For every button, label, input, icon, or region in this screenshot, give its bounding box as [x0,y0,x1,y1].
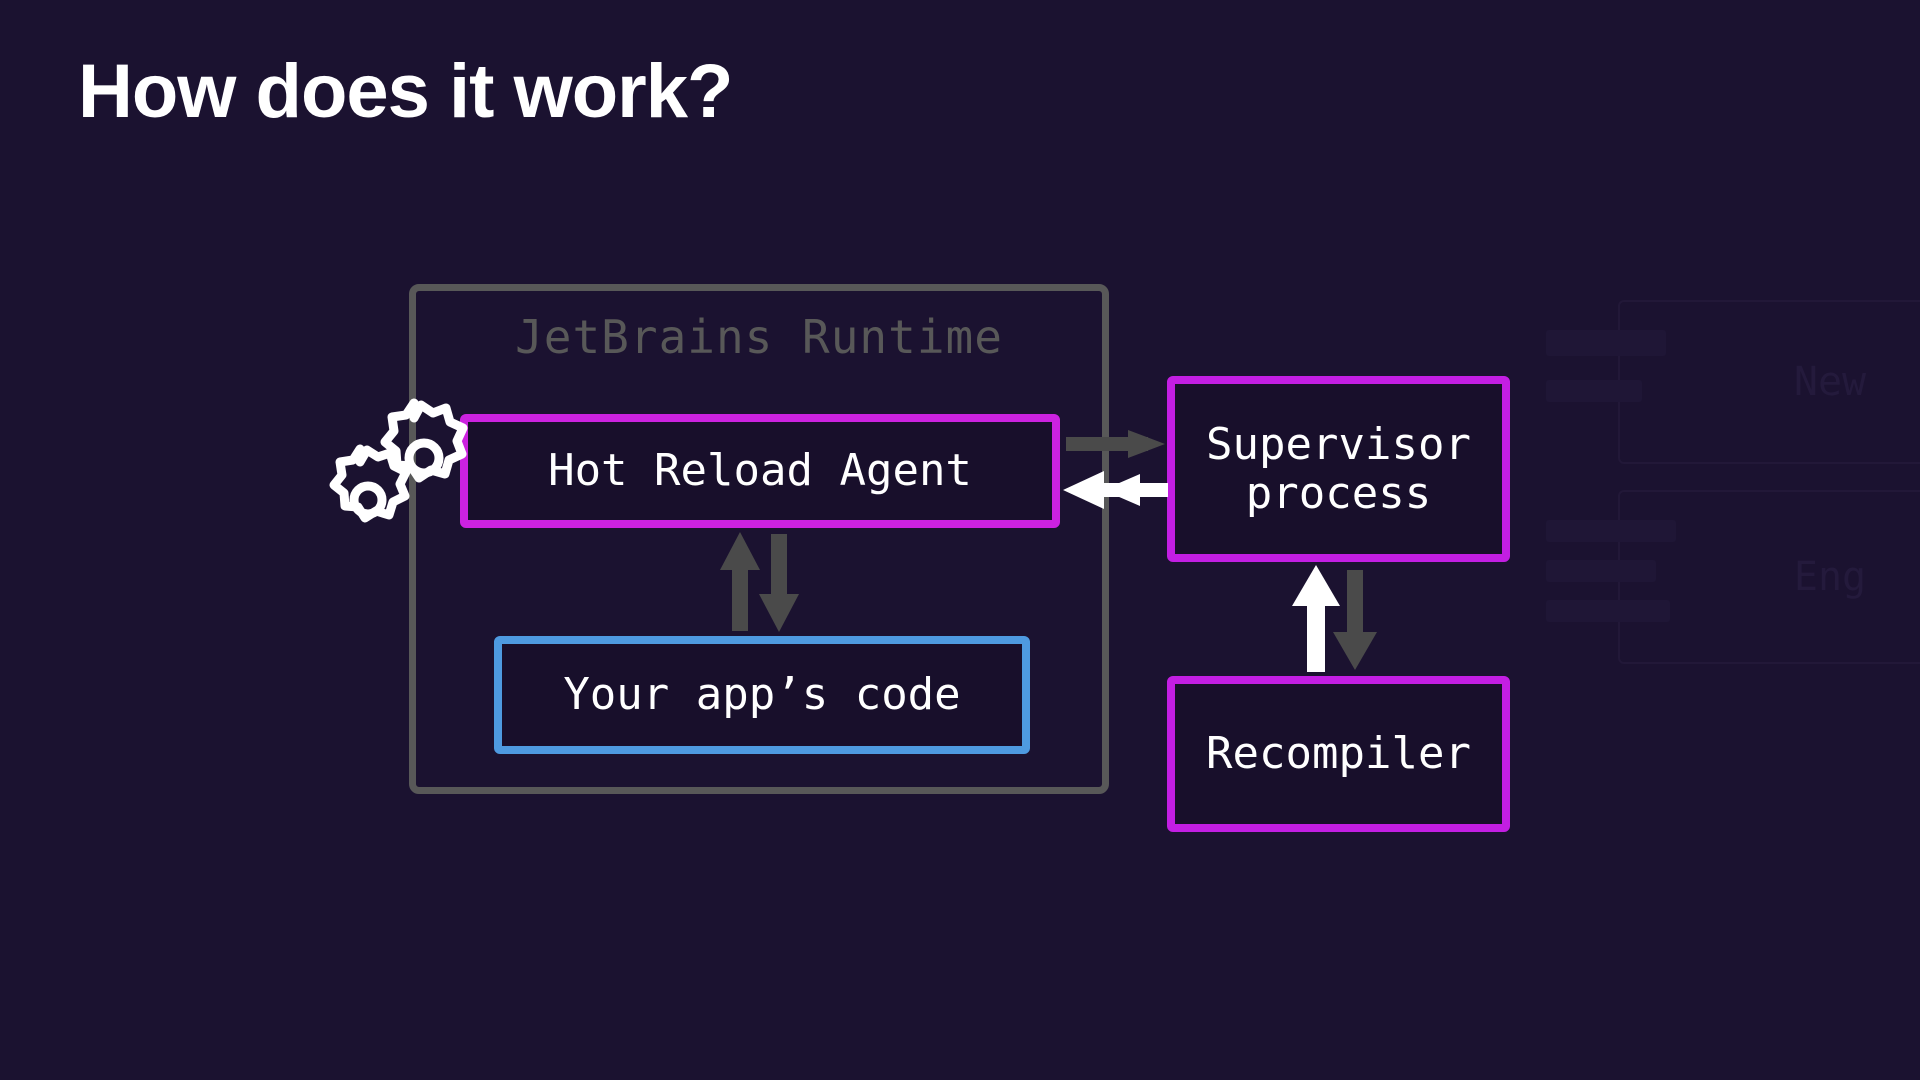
background-ghost-bar-2 [1546,380,1642,402]
node-your-app-code[interactable]: Your app’s code [494,636,1030,754]
node-recompiler-label: Recompiler [1206,728,1471,780]
background-ghost-bar-5 [1546,600,1670,622]
background-ghost-bar-4 [1546,560,1656,582]
gears-icon [329,398,468,523]
edge-supervisor-to-recompiler-icon [1333,570,1377,670]
node-supervisor-process-label: Supervisor process [1206,418,1471,519]
node-recompiler[interactable]: Recompiler [1167,676,1510,832]
background-ghost-panel-top: New [1618,300,1920,464]
jetbrains-runtime-container [409,284,1109,794]
background-ghost-text-a: New [1793,359,1867,405]
node-hot-reload-agent[interactable]: Hot Reload Agent [460,414,1060,528]
jetbrains-runtime-label: JetBrains Runtime [515,310,1003,364]
node-your-app-code-label: Your app’s code [563,669,961,721]
node-hot-reload-agent-label: Hot Reload Agent [548,445,972,497]
background-ghost-bar-1 [1546,330,1666,356]
background-ghost-panel-bottom: Eng [1618,490,1920,664]
node-supervisor-process[interactable]: Supervisor process [1167,376,1510,562]
background-ghost-bar-3 [1546,520,1676,542]
edge-recompiler-to-supervisor-icon [1292,565,1340,672]
slide-title: How does it work? [78,49,733,134]
background-ghost-text-c: Eng [1793,554,1867,600]
